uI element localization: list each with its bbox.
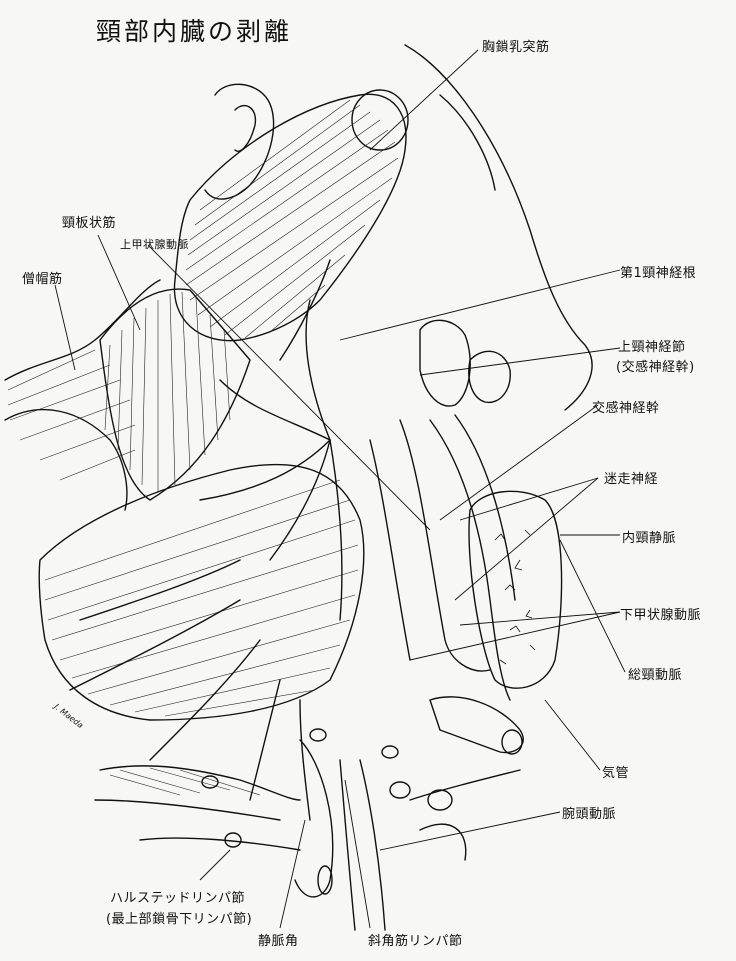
sternocleidomastoid-muscle: [173, 89, 409, 342]
scalene-muscles: [38, 463, 365, 721]
label-c1-root: 第1頸神経根: [620, 266, 697, 281]
label-scalene-node: 斜角筋リンパ節: [368, 934, 463, 949]
label-superior-thyroid-artery: 上甲状腺動脈: [120, 238, 189, 251]
page-title: 頸部内臓の剥離: [96, 17, 293, 46]
label-vagus: 迷走神経: [604, 472, 659, 487]
head-outline: [204, 44, 593, 411]
label-halsted-node: ハルステッドリンパ節: [110, 891, 246, 906]
brachiocephalic-vessels: [294, 728, 521, 931]
upper-cervical-ganglion: [419, 319, 511, 407]
splenius-muscle: [99, 288, 251, 501]
label-common-carotid: 総頸動脈: [628, 668, 683, 683]
label-splenius: 頸板状筋: [62, 216, 117, 231]
label-trachea: 気管: [602, 766, 630, 781]
label-sympathetic-trunk: 交感神経幹: [592, 401, 660, 416]
label-internal-jugular-vein: 内頸静脈: [622, 531, 677, 546]
leader-lines: [54, 49, 626, 929]
label-trapezius: 僧帽筋: [22, 272, 63, 287]
trachea: [429, 696, 524, 755]
trapezius-muscle: [4, 279, 161, 511]
common-carotid-artery: [429, 414, 516, 701]
clavicle-region: [94, 765, 333, 895]
label-venous-angle: 静脈角: [258, 934, 299, 949]
label-brachiocephalic-artery: 腕頭動脈: [562, 807, 617, 822]
label-sympathetic-trunk-paren: (交感神経幹): [616, 360, 695, 375]
label-halsted-node-paren: (最上部鎖骨下リンパ節): [106, 912, 253, 927]
label-sternocleidomastoid: 胸鎖乳突筋: [482, 40, 550, 55]
cervical-plexus-nerves: [69, 259, 343, 821]
internal-jugular-vein: [369, 419, 491, 672]
label-superior-cervical-ganglion: 上頸神経節: [618, 340, 686, 355]
label-inferior-thyroid-artery: 下甲状腺動脈: [620, 608, 702, 623]
